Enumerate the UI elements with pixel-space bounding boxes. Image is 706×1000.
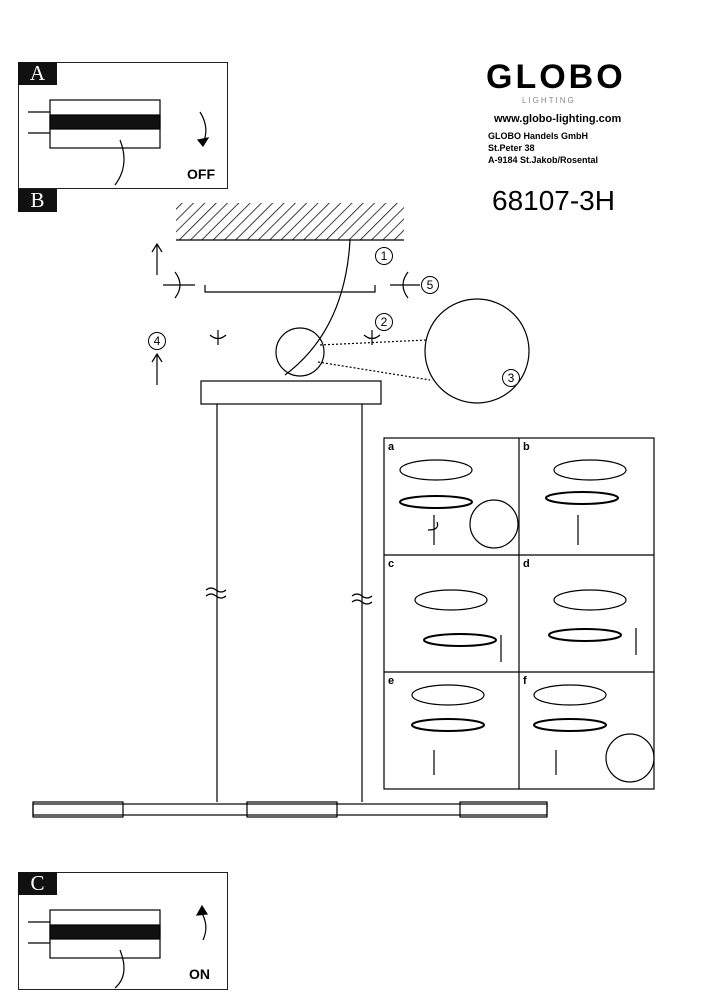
address-line: A-9184 St.Jakob/Rosental <box>488 155 599 165</box>
subpanel-d-label: d <box>523 558 530 570</box>
subpanel-f-label: f <box>523 675 527 687</box>
breaker-panel-a <box>28 99 210 186</box>
ring-drawings <box>399 459 655 783</box>
step-2: 2 <box>375 313 393 331</box>
subpanel-a-label: a <box>388 441 395 453</box>
panel-a <box>18 62 228 189</box>
step-4: 4 <box>148 332 166 350</box>
section-label-a: A <box>18 62 57 85</box>
logo-subtitle: LIGHTING <box>522 96 576 105</box>
subpanel-c-label: c <box>388 558 395 570</box>
panel-c <box>18 872 228 990</box>
section-label-b: B <box>18 189 57 212</box>
globo-logo: GLOBO <box>486 58 626 96</box>
address-line: St.Peter 38 <box>488 143 535 153</box>
section-label-c: C <box>18 872 57 895</box>
off-label: OFF <box>187 166 215 182</box>
breaker-panel-c <box>28 904 209 989</box>
on-label: ON <box>189 966 210 982</box>
model-number: 68107-3H <box>492 185 615 216</box>
subpanel-b-label: b <box>523 441 530 453</box>
website: www.globo-lighting.com <box>494 113 622 125</box>
address-line: GLOBO Handels GmbH <box>488 131 589 141</box>
step-5: 5 <box>421 276 439 294</box>
step-3: 3 <box>502 369 520 387</box>
subpanel-e-label: e <box>388 675 395 687</box>
step-1: 1 <box>375 247 393 265</box>
